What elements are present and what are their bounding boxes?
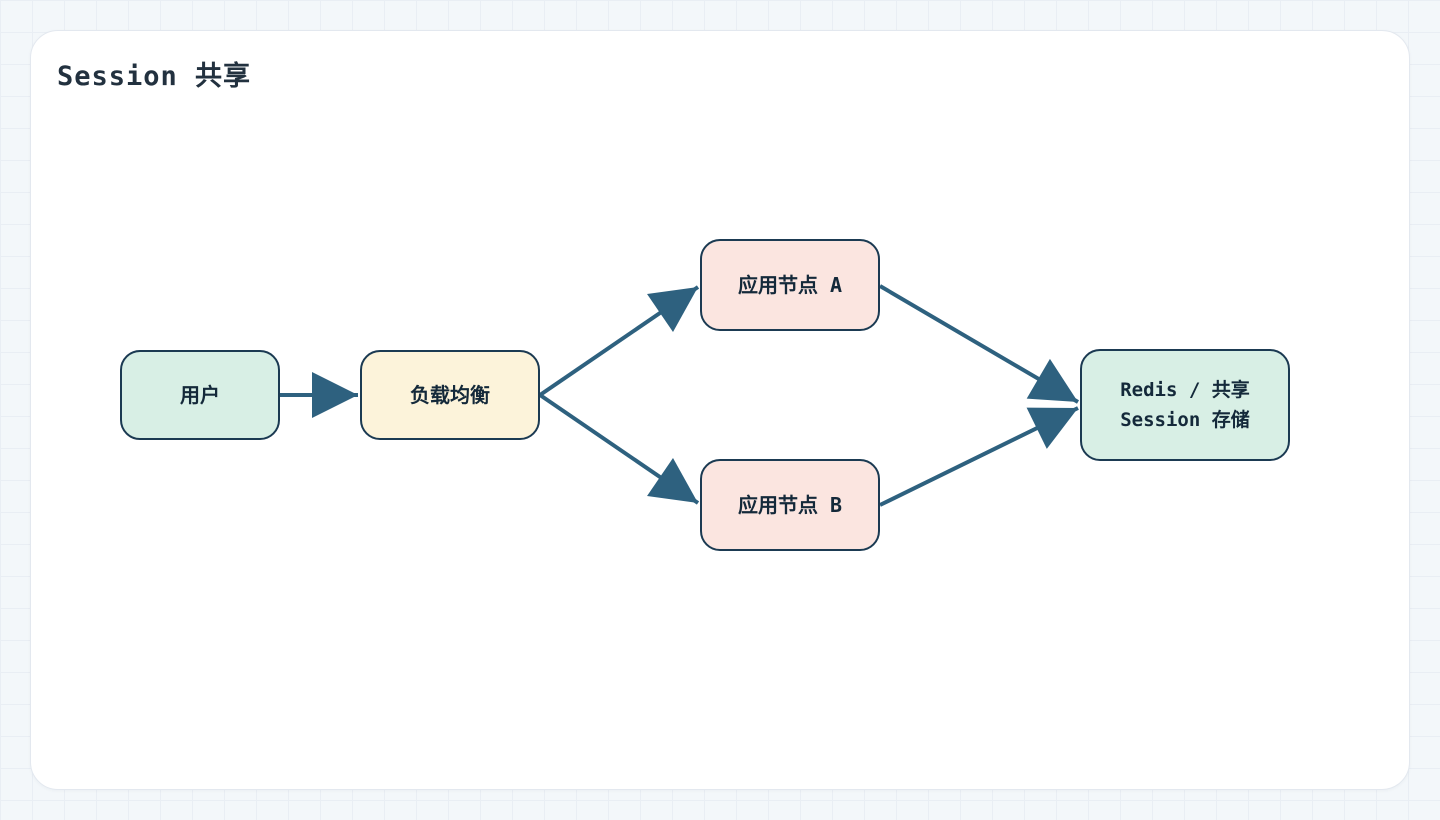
node-app-node-b: 应用节点 B	[700, 459, 880, 551]
diagram-title: Session 共享	[57, 61, 252, 92]
node-user: 用户	[120, 350, 280, 440]
node-redis-store: Redis / 共享 Session 存储	[1080, 349, 1290, 461]
node-load-balancer: 负载均衡	[360, 350, 540, 440]
node-app-node-a: 应用节点 A	[700, 239, 880, 331]
